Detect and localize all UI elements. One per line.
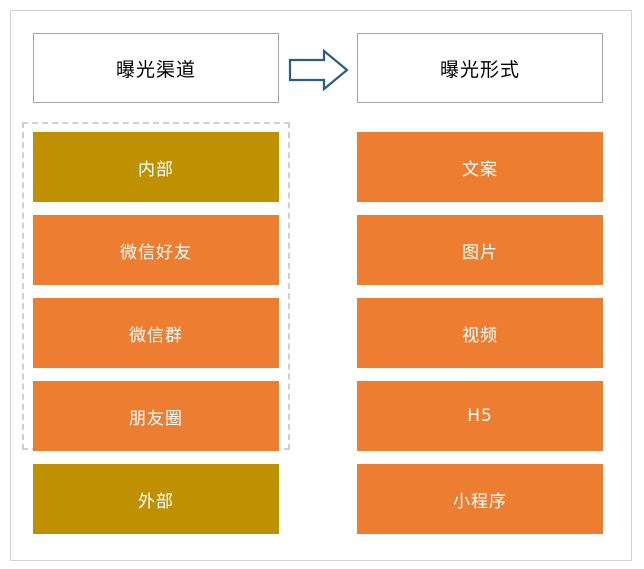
node-label: 外部 bbox=[138, 491, 174, 512]
node-label: H5 bbox=[467, 406, 493, 426]
node-exposure-form-4[interactable]: 小程序 bbox=[357, 464, 603, 534]
node-exposure-channel-3[interactable]: 朋友圈 bbox=[33, 381, 279, 451]
node-label: 文案 bbox=[462, 159, 498, 180]
exposure-form-column: 文案 图片 视频 H5 小程序 bbox=[357, 132, 603, 534]
right-block-arrow-icon bbox=[288, 48, 349, 92]
node-label: 小程序 bbox=[453, 491, 507, 512]
node-exposure-form-1[interactable]: 图片 bbox=[357, 215, 603, 285]
node-exposure-form-3[interactable]: H5 bbox=[357, 381, 603, 451]
node-exposure-channel-0[interactable]: 内部 bbox=[33, 132, 279, 202]
node-label: 微信好友 bbox=[120, 242, 192, 263]
node-label: 图片 bbox=[462, 242, 498, 263]
node-label: 视频 bbox=[462, 325, 498, 346]
node-exposure-form-0[interactable]: 文案 bbox=[357, 132, 603, 202]
header-exposure-form[interactable]: 曝光形式 bbox=[357, 33, 603, 103]
node-exposure-form-2[interactable]: 视频 bbox=[357, 298, 603, 368]
node-label: 内部 bbox=[138, 159, 174, 180]
node-exposure-channel-4[interactable]: 外部 bbox=[33, 464, 279, 534]
header-exposure-channel-label: 曝光渠道 bbox=[115, 58, 196, 81]
node-exposure-channel-1[interactable]: 微信好友 bbox=[33, 215, 279, 285]
node-exposure-channel-2[interactable]: 微信群 bbox=[33, 298, 279, 368]
header-exposure-channel[interactable]: 曝光渠道 bbox=[33, 33, 279, 103]
header-exposure-form-label: 曝光形式 bbox=[439, 58, 520, 81]
node-label: 微信群 bbox=[129, 325, 183, 346]
flow-connector bbox=[288, 48, 350, 92]
node-label: 朋友圈 bbox=[129, 408, 183, 429]
exposure-channel-column: 内部 微信好友 微信群 朋友圈 外部 bbox=[33, 132, 279, 534]
